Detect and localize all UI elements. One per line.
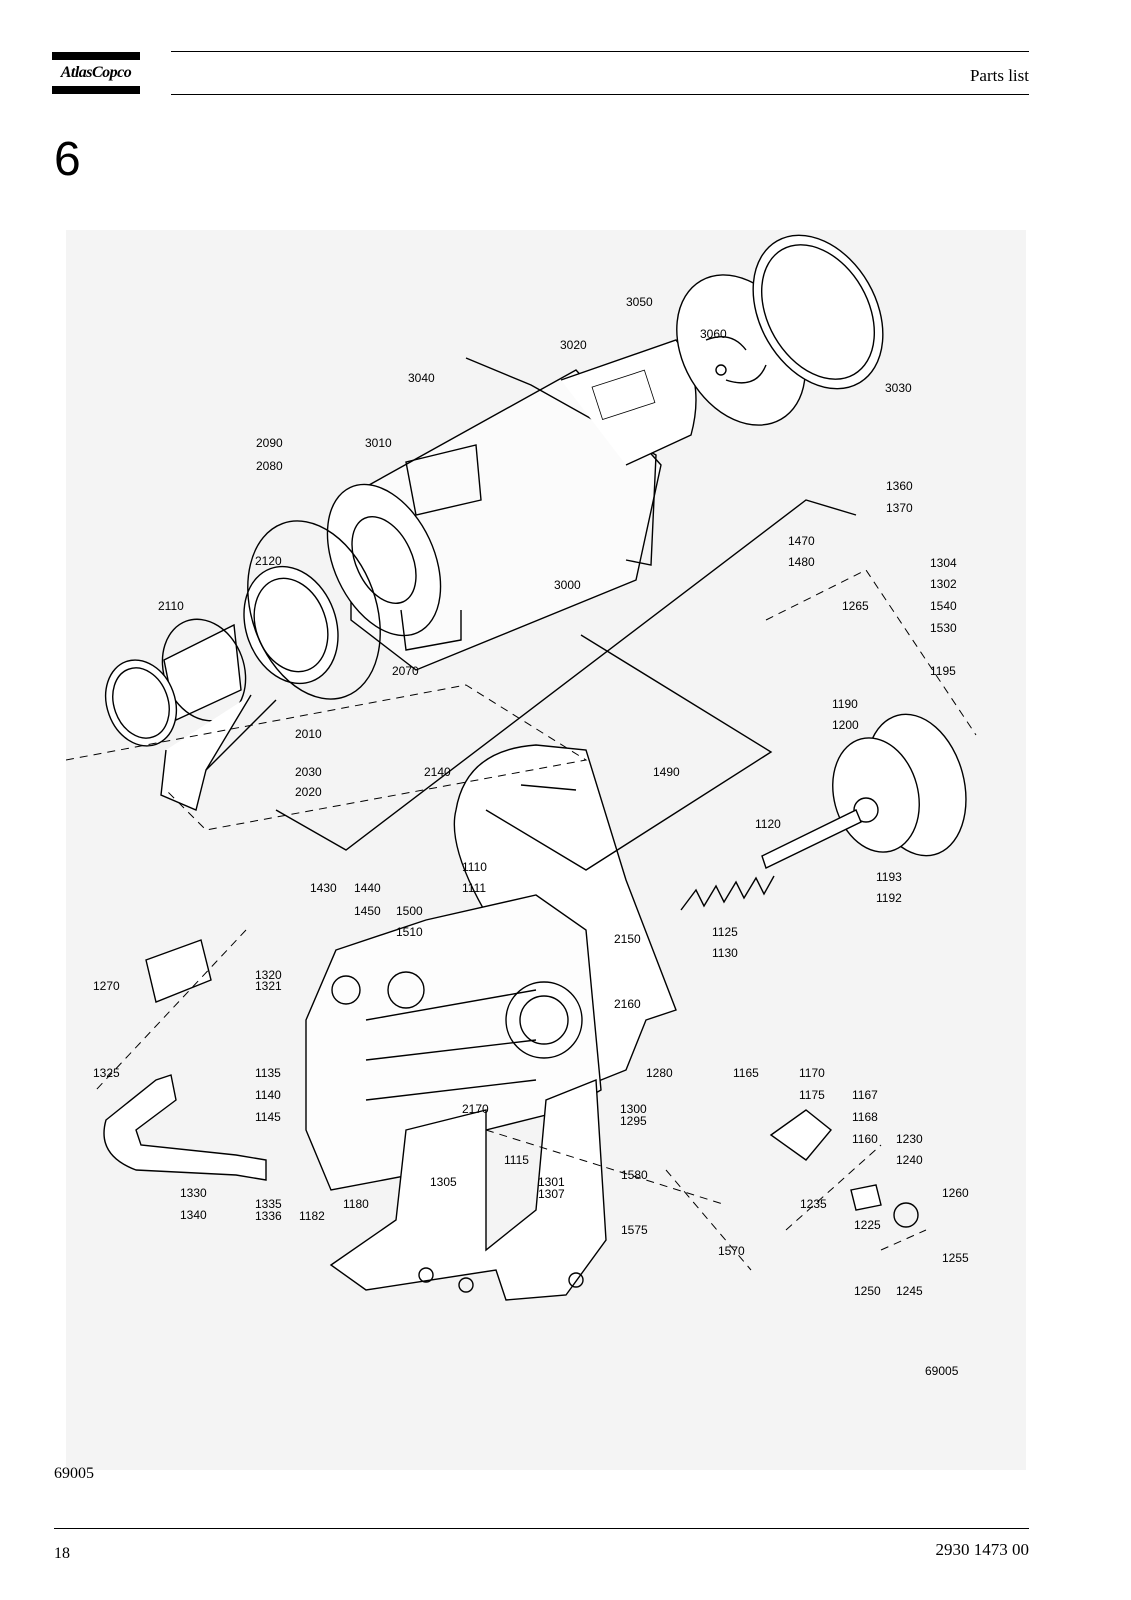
part-label: 1305	[430, 1175, 457, 1189]
part-label: 1145	[255, 1110, 281, 1124]
part-label: 1167	[852, 1088, 878, 1102]
part-label: 1304	[930, 556, 957, 570]
part-label: 3060	[700, 327, 727, 341]
part-label: 1500	[396, 904, 423, 918]
part-label: 1190	[832, 697, 858, 711]
part-label: 1370	[886, 501, 913, 515]
part-label: 1168	[852, 1110, 878, 1124]
logo-wordmark: AtlasCopco	[60, 64, 132, 81]
section-number: 6	[54, 133, 81, 186]
part-label: 2090	[256, 436, 283, 450]
part-label: 1450	[354, 904, 381, 918]
part-label: 1111	[462, 881, 486, 895]
part-label: 1321	[255, 979, 282, 993]
drawing-svg: 3050 3060 3030 3020 3040 3010 2090 2080 …	[66, 234, 977, 1378]
part-label: 2080	[256, 459, 283, 473]
part-label: 1110	[462, 860, 487, 874]
part-label: 1195	[930, 664, 956, 678]
part-label: 1160	[852, 1132, 878, 1146]
part-label: 1125	[712, 925, 738, 939]
part-label: 1140	[255, 1088, 281, 1102]
part-label: 1490	[653, 765, 680, 779]
part-label: 2170	[462, 1102, 489, 1116]
header-rule-bottom	[171, 94, 1029, 95]
part-label: 1307	[538, 1187, 565, 1201]
logo-bar-top	[52, 52, 140, 60]
part-label: 1360	[886, 479, 913, 493]
part-label: 2120	[255, 554, 282, 568]
exploded-parts-drawing: 3050 3060 3030 3020 3040 3010 2090 2080 …	[66, 230, 1026, 1470]
part-label: 1193	[876, 870, 902, 884]
page-number: 18	[54, 1545, 70, 1562]
part-label: 1120	[755, 817, 781, 831]
part-label: 1325	[93, 1066, 120, 1080]
part-label: 1320	[255, 968, 282, 982]
part-label: 2110	[158, 599, 184, 613]
part-label: 1301	[538, 1175, 565, 1189]
part-label: 3030	[885, 381, 912, 395]
part-label: 1570	[718, 1244, 745, 1258]
part-label: 1240	[896, 1153, 923, 1167]
footer-rule	[54, 1528, 1029, 1529]
header-rule-top	[171, 51, 1029, 52]
drawing-linework	[66, 234, 977, 1301]
part-label: 1330	[180, 1186, 207, 1200]
part-label: 1130	[712, 946, 738, 960]
part-label: 1540	[930, 599, 957, 613]
part-label: 1470	[788, 534, 815, 548]
part-label: 1260	[942, 1186, 969, 1200]
document-number: 2930 1473 00	[935, 1540, 1030, 1559]
part-label: 1170	[799, 1066, 825, 1080]
part-label: 1265	[842, 599, 869, 613]
header-title: Parts list	[969, 66, 1029, 85]
part-label: 1192	[876, 891, 902, 905]
part-label: 1440	[354, 881, 381, 895]
part-label: 1480	[788, 555, 815, 569]
part-label: 1300	[620, 1102, 647, 1116]
part-label: 3000	[554, 578, 581, 592]
part-label: 1225	[854, 1218, 881, 1232]
part-label: 1165	[733, 1066, 759, 1080]
part-label: 2140	[424, 765, 451, 779]
part-label: 1135	[255, 1066, 281, 1080]
part-label: 1302	[930, 577, 957, 591]
part-label: 2070	[392, 664, 419, 678]
part-label: 1115	[504, 1153, 529, 1167]
part-label: 1335	[255, 1197, 282, 1211]
part-label: 1255	[942, 1251, 969, 1265]
part-label: 2030	[295, 765, 322, 779]
part-label: 1245	[896, 1284, 923, 1298]
part-label: 1280	[646, 1066, 673, 1080]
part-label: 1430	[310, 881, 337, 895]
part-label: 1200	[832, 718, 859, 732]
part-label: 1295	[620, 1114, 647, 1128]
logo-bar-bottom	[52, 86, 140, 94]
part-label: 1270	[93, 979, 120, 993]
part-label: 3010	[365, 436, 392, 450]
part-label: 1230	[896, 1132, 923, 1146]
part-label: 3040	[408, 371, 435, 385]
part-label: 2160	[614, 997, 641, 1011]
part-label: 1575	[621, 1223, 648, 1237]
part-label: 1336	[255, 1209, 282, 1223]
part-label: 1182	[299, 1209, 325, 1223]
part-label: 2010	[295, 727, 322, 741]
part-label: 1510	[396, 925, 423, 939]
part-label: 2020	[295, 785, 322, 799]
part-label: 1530	[930, 621, 957, 635]
part-label: 1175	[799, 1088, 825, 1102]
drawing-id-label: 69005	[925, 1364, 959, 1378]
atlas-copco-logo: AtlasCopco	[52, 52, 140, 94]
part-label: 3020	[560, 338, 587, 352]
part-label: 1235	[800, 1197, 827, 1211]
part-label: 1340	[180, 1208, 207, 1222]
part-label: 1250	[854, 1284, 881, 1298]
part-label: 1180	[343, 1197, 369, 1211]
part-label-group: 3050 3060 3030 3020 3040 3010 2090 2080 …	[93, 295, 969, 1378]
part-label: 2150	[614, 932, 641, 946]
part-label: 3050	[626, 295, 653, 309]
figure-reference: 69005	[54, 1465, 94, 1482]
part-label: 1580	[621, 1168, 648, 1182]
